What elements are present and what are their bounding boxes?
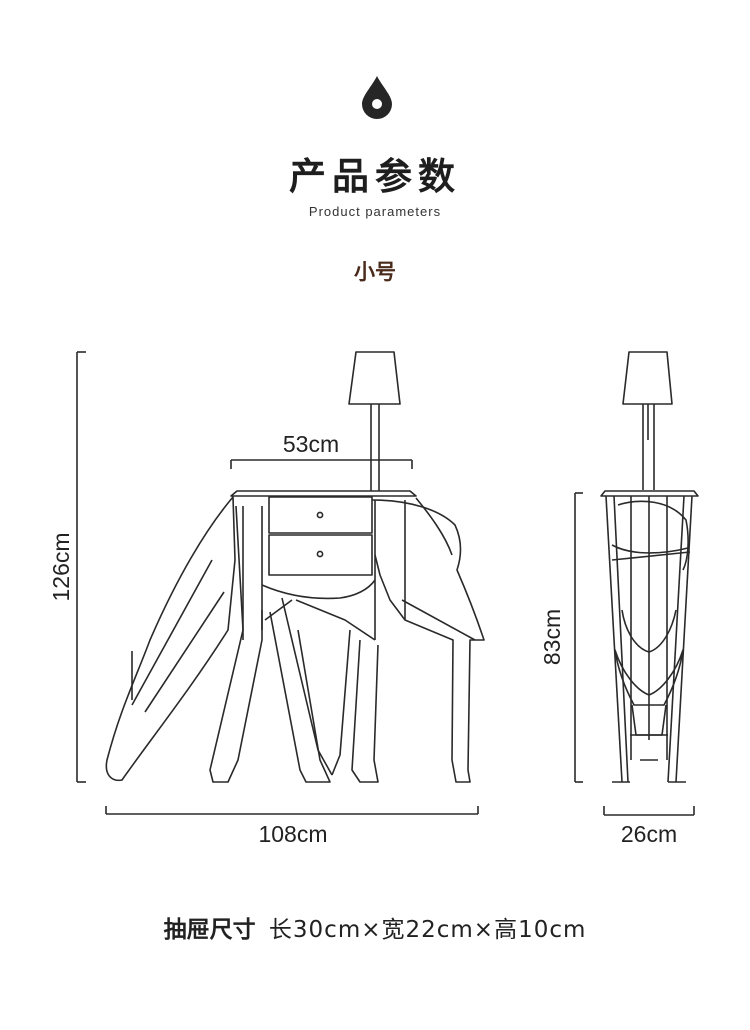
length-dimension-label: 108cm: [258, 821, 327, 847]
product-dimension-drawing: 126cm 108cm 53cm 83cm 26cm: [48, 351, 699, 847]
front-lamp: [348, 351, 401, 491]
front-drawers: [268, 496, 373, 576]
drawer-spec: 抽屉尺寸 长30cm×宽22cm×高10cm: [0, 910, 750, 944]
depth-dimension-label: 26cm: [621, 821, 677, 847]
length-dimension-line: [105, 806, 479, 815]
front-tabletop: [230, 490, 417, 497]
top-width-dimension-label: 53cm: [283, 431, 339, 457]
page-title: 产品参数: [289, 155, 461, 198]
page-subtitle: Product parameters: [308, 204, 442, 219]
water-drop-icon: [362, 76, 392, 119]
side-height-dimension-line: [574, 492, 583, 783]
height-dimension-label: 126cm: [48, 532, 74, 601]
side-deer-body: [605, 495, 693, 783]
side-height-dimension-label: 83cm: [539, 609, 565, 665]
side-tabletop: [600, 490, 699, 497]
front-deer-body: [105, 496, 485, 783]
drawer-spec-value: 长30cm×宽22cm×高10cm: [268, 917, 587, 943]
side-lamp: [622, 351, 673, 490]
size-label: 小号: [354, 260, 396, 284]
drawer-spec-label: 抽屉尺寸: [163, 917, 256, 943]
depth-dimension-line: [603, 806, 695, 816]
height-dimension-line: [76, 351, 86, 783]
top-width-dimension-line: [230, 459, 413, 469]
